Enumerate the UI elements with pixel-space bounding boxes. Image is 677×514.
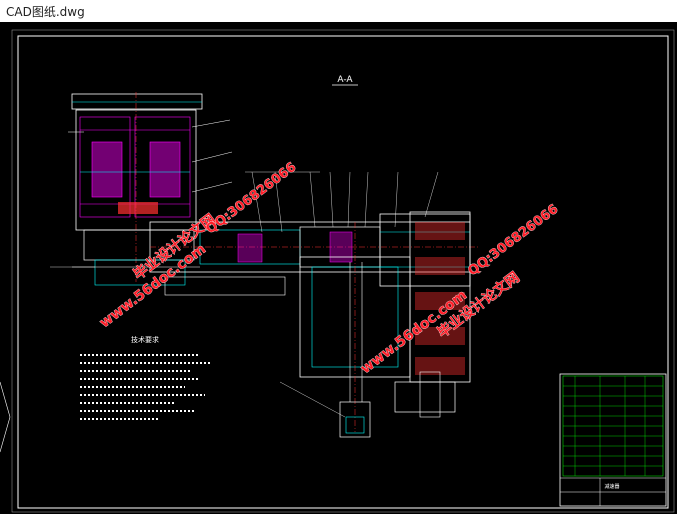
- watermark-group-left: www.56doc.com 毕业设计论文网 QQ:306826066: [96, 159, 299, 331]
- shaft-section: [149, 213, 480, 296]
- notes-title: 技术要求: [131, 335, 159, 344]
- sheet-outer-border: [11, 29, 675, 513]
- title-block: 减速器: [559, 373, 667, 507]
- title-block-name: 减速器: [604, 483, 619, 490]
- sheet-border: [17, 35, 669, 509]
- watermark-qq-right: QQ:306826066: [465, 202, 561, 279]
- window-title: CAD图纸.dwg: [6, 4, 85, 19]
- window-title-bar: CAD图纸.dwg: [0, 0, 677, 22]
- column-housing: [279, 211, 471, 438]
- leader-lines: [245, 171, 439, 233]
- watermark-qq-left: QQ:306826066: [203, 160, 299, 237]
- motor-assembly: [50, 92, 233, 286]
- technical-notes: 技术要求: [80, 335, 210, 420]
- section-label: A-A: [337, 75, 353, 85]
- drawing-canvas[interactable]: A-A: [0, 22, 677, 514]
- cad-drawing: A-A: [0, 29, 675, 513]
